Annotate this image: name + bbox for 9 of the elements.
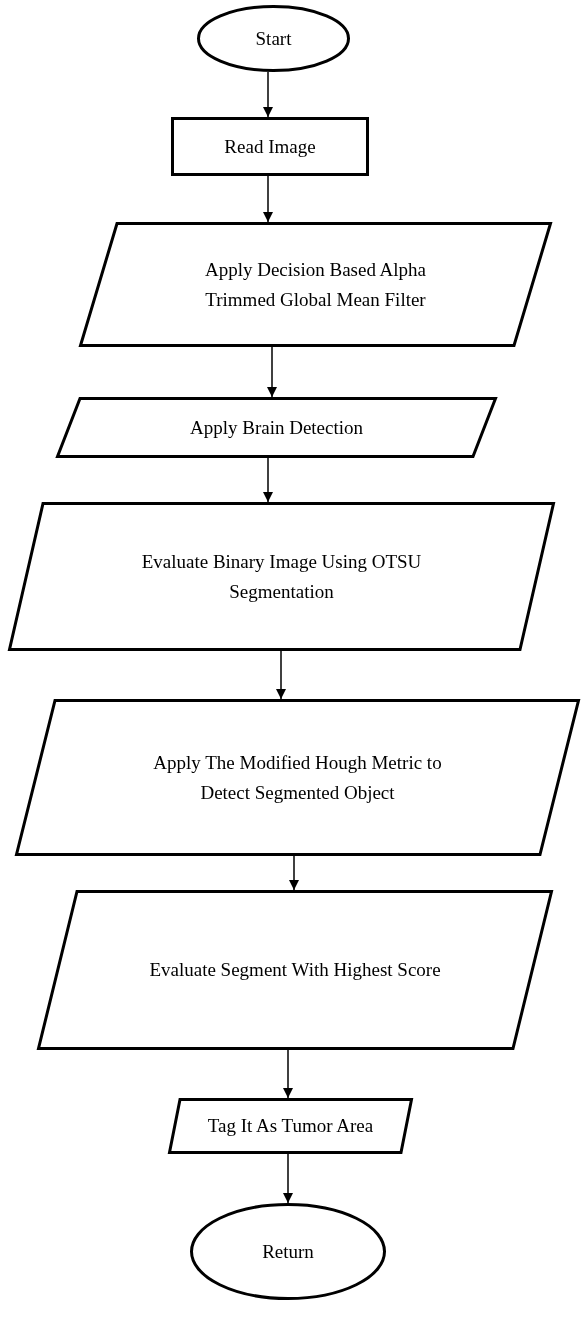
step-label: Evaluate Segment With Highest Score bbox=[149, 958, 441, 983]
step-label: Return bbox=[262, 1239, 314, 1264]
step-label: Apply Brain Detection bbox=[189, 415, 364, 440]
step-label: Apply The Modified Hough Metric to Detect Segmented Object bbox=[152, 751, 443, 805]
step-label: Evaluate Binary Image Using OTSU Segmentation bbox=[140, 550, 423, 604]
step-label: Start bbox=[255, 26, 292, 51]
step-label: Apply Decision Based Alpha Trimmed Global Mean Filter bbox=[203, 258, 428, 312]
step-label: Read Image bbox=[224, 134, 316, 159]
step-label: Tag It As Tumor Area bbox=[207, 1114, 374, 1139]
